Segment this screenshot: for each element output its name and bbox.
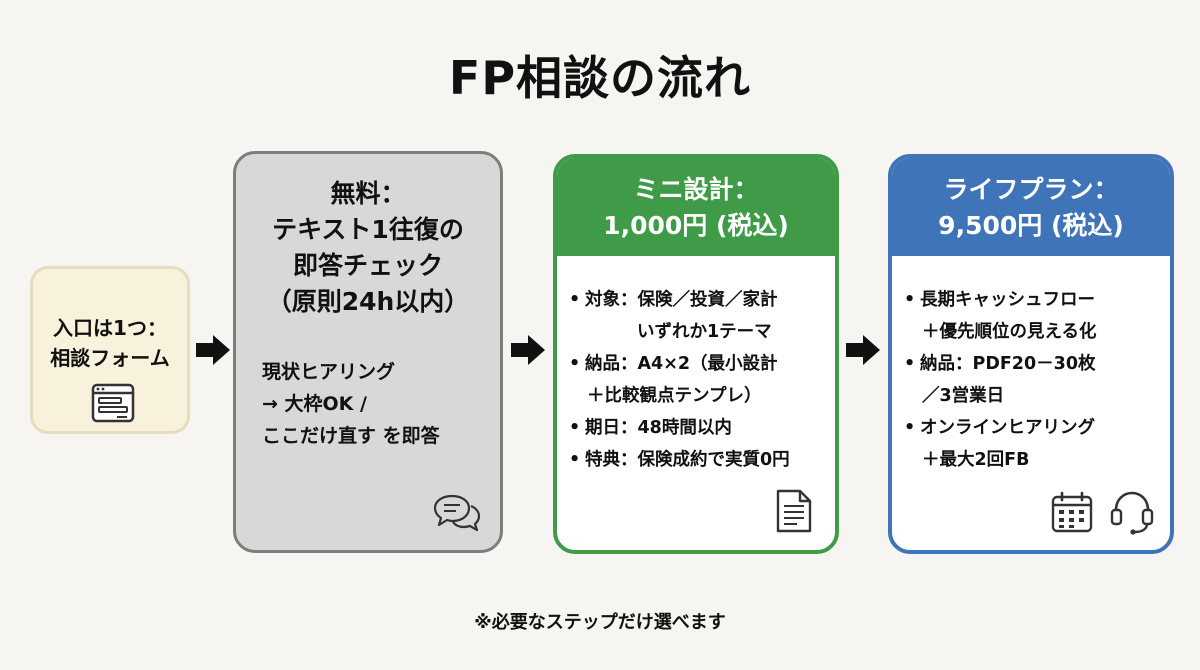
- chat-bubbles-icon: [433, 494, 481, 532]
- headset-icon: [1110, 491, 1154, 535]
- list-item-text: 長期キャッシュフロー: [920, 290, 1095, 310]
- mini-header-line: ミニ設計：: [633, 175, 759, 204]
- free-desc-line: 現状ヒアリング: [262, 361, 396, 383]
- list-item-text: 納品：PDF20－30枚: [920, 354, 1096, 374]
- free-title-line: （原則24h以内）: [266, 287, 470, 316]
- list-item-text: 期日：48時間以内: [585, 418, 732, 438]
- life-plan-box: ライフプラン： 9,500円 (税込) 長期キャッシュフロー ＋優先順位の見える…: [888, 154, 1174, 554]
- life-header-line: 9,500円 (税込): [938, 211, 1124, 240]
- free-title-line: 無料：: [330, 179, 406, 208]
- free-check-box: 無料： テキスト1往復の 即答チェック （原則24h以内） 現状ヒアリング → …: [233, 151, 503, 553]
- free-desc-line: ここだけ直す を即答: [262, 425, 440, 447]
- arrow-right-icon: [511, 335, 545, 365]
- free-title: 無料： テキスト1往復の 即答チェック （原則24h以内）: [236, 176, 500, 320]
- free-title-line: 即答チェック: [292, 251, 443, 280]
- entry-text: 入口は1つ： 相談フォーム: [33, 313, 187, 373]
- mini-item-list: 対象：保険／投資／家計 いずれか1テーマ 納品：A4×2（最小設計 ＋比較観点テ…: [569, 284, 829, 476]
- list-item: 対象：保険／投資／家計 いずれか1テーマ: [569, 284, 829, 348]
- life-header: ライフプラン： 9,500円 (税込): [892, 158, 1170, 256]
- mini-header-line: 1,000円 (税込): [603, 211, 789, 240]
- entry-line-2: 相談フォーム: [50, 346, 170, 370]
- mini-design-box: ミニ設計： 1,000円 (税込) 対象：保険／投資／家計 いずれか1テーマ 納…: [553, 154, 839, 554]
- arrow-right-icon: [196, 335, 230, 365]
- arrow-right-icon: [846, 335, 880, 365]
- list-item-text: いずれか1テーマ: [637, 322, 772, 342]
- list-item: 長期キャッシュフロー ＋優先順位の見える化: [904, 284, 1164, 348]
- entry-box: 入口は1つ： 相談フォーム: [30, 266, 190, 434]
- life-item-list: 長期キャッシュフロー ＋優先順位の見える化 納品：PDF20－30枚 ／3営業日…: [904, 284, 1164, 476]
- list-item-text: ＋最大2回FB: [922, 450, 1030, 470]
- calendar-icon: [1051, 491, 1093, 533]
- document-icon: [776, 489, 812, 533]
- list-item-text: ＋優先順位の見える化: [922, 322, 1097, 342]
- list-item-text: オンラインヒアリング: [920, 418, 1095, 438]
- list-item-text: ＋比較観点テンプレ）: [587, 386, 762, 406]
- list-item: 納品：PDF20－30枚 ／3営業日: [904, 348, 1164, 412]
- list-item: オンラインヒアリング ＋最大2回FB: [904, 412, 1164, 476]
- list-item-text: 特典：保険成約で実質0円: [585, 450, 790, 470]
- page-title: FP相談の流れ: [448, 51, 752, 105]
- free-desc-line: → 大枠OK /: [262, 393, 367, 415]
- list-item-text: 納品：A4×2（最小設計: [585, 354, 778, 374]
- free-title-line: テキスト1往復の: [272, 215, 464, 244]
- list-item: 特典：保険成約で実質0円: [569, 444, 829, 476]
- list-item: 期日：48時間以内: [569, 412, 829, 444]
- entry-line-1: 入口は1つ：: [53, 316, 167, 340]
- life-header-line: ライフプラン：: [943, 175, 1119, 204]
- form-window-icon: [91, 383, 135, 423]
- footnote: ※必要なステップだけ選べます: [474, 612, 726, 633]
- free-description: 現状ヒアリング → 大枠OK / ここだけ直す を即答: [262, 356, 490, 452]
- list-item-text: ／3営業日: [922, 386, 1005, 406]
- mini-header: ミニ設計： 1,000円 (税込): [557, 158, 835, 256]
- list-item-text: 対象：保険／投資／家計: [585, 290, 778, 310]
- list-item: 納品：A4×2（最小設計 ＋比較観点テンプレ）: [569, 348, 829, 412]
